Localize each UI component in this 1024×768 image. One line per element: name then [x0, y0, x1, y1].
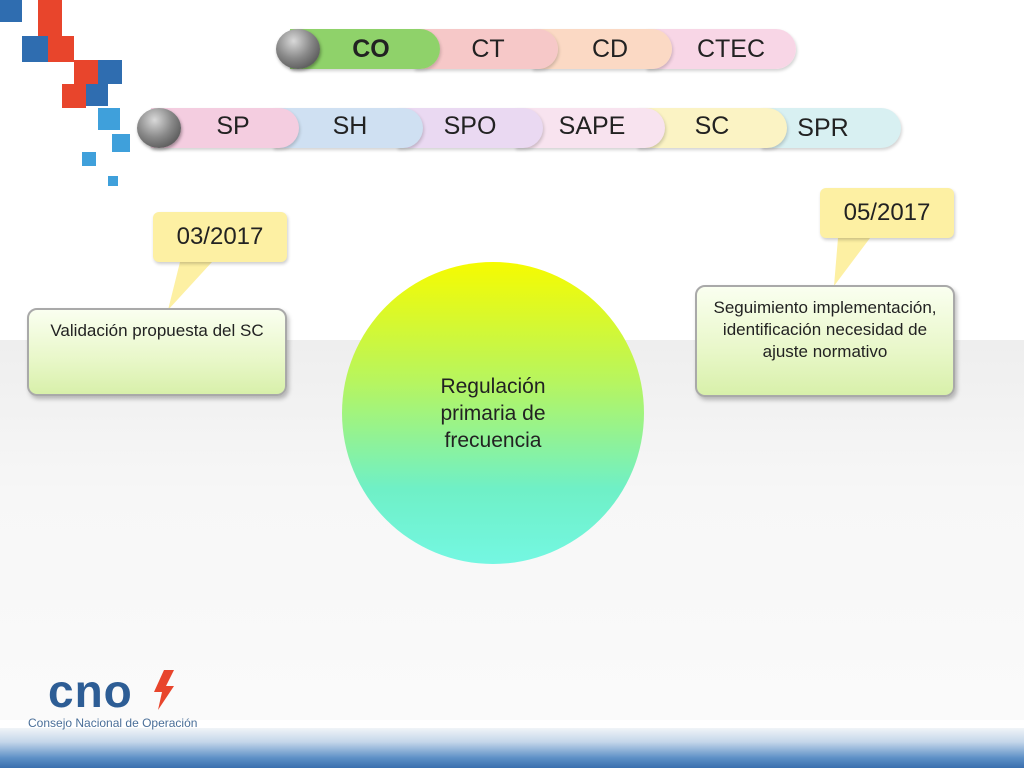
milestone-text-right: Seguimiento implementación, identificaci… [713, 298, 937, 361]
milestone-box-right: Seguimiento implementación, identificaci… [695, 285, 955, 397]
tab-row-bottom: SPR SC SAPE SPO SH SP [137, 108, 907, 150]
date-label-left: 03/2017 [153, 212, 287, 262]
topic-title: Regulación primaria de frecuencia [440, 374, 546, 452]
lightning-icon [154, 670, 174, 710]
tab-row-top-bullet [276, 29, 320, 69]
tab-row-top: CTEC CD CT CO [276, 29, 806, 71]
date-label-right: 05/2017 [820, 188, 954, 238]
topic-circle: Regulación primaria de frecuencia [342, 262, 644, 564]
milestone-box-left: Validación propuesta del SC [27, 308, 287, 396]
logo-subtitle: Consejo Nacional de Operación [28, 716, 198, 730]
tab-cd[interactable]: CD [532, 29, 672, 69]
milestone-text-left: Validación propuesta del SC [50, 321, 264, 340]
tab-row-bottom-bullet [137, 108, 181, 148]
bottom-bar [0, 728, 1024, 768]
logo-wordmark: cno [48, 665, 133, 717]
